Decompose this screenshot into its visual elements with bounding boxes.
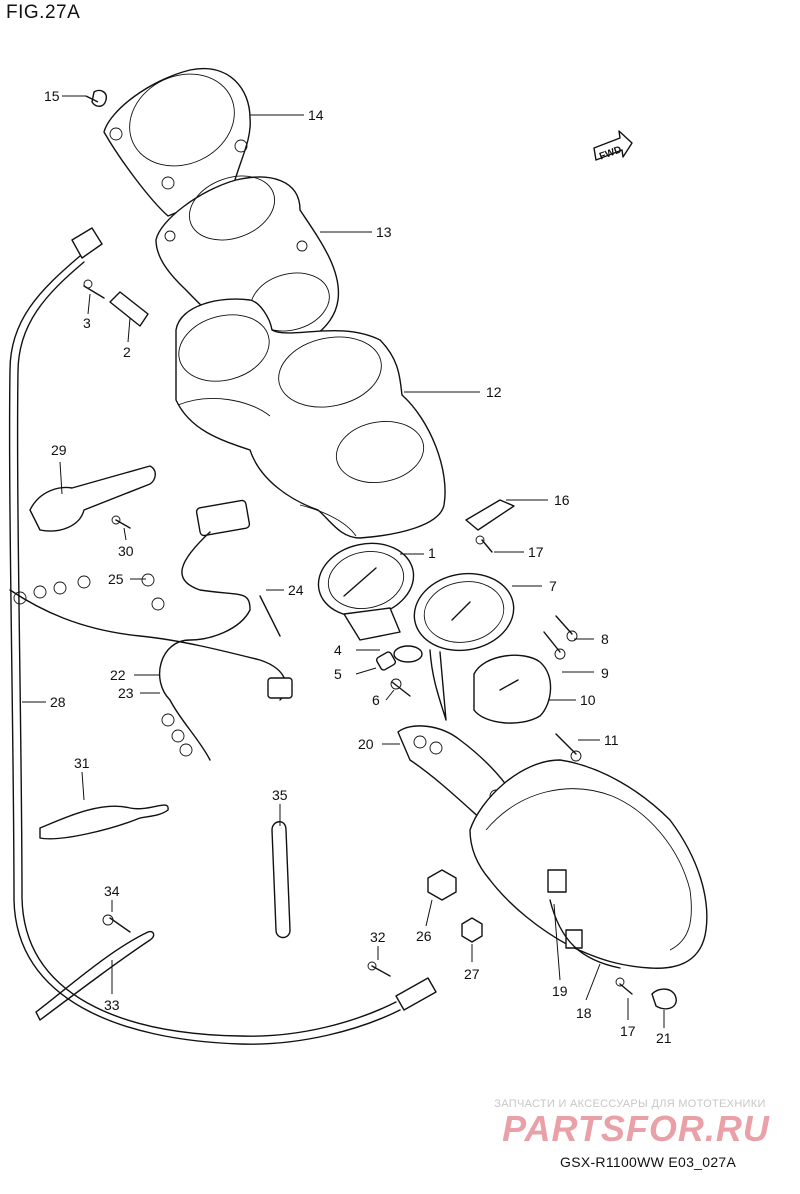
callout-15: 15 <box>44 88 60 104</box>
diagram-code: GSX-R1100WW E03_027A <box>560 1154 737 1170</box>
callout-34: 34 <box>104 883 120 899</box>
callout-20: 20 <box>358 736 374 752</box>
watermark-logo: PARTSFOR.RU <box>502 1108 770 1149</box>
band-35-part <box>271 821 291 939</box>
meter-lower-case-part <box>469 759 708 969</box>
callout-21: 21 <box>656 1030 672 1046</box>
callout-26: 26 <box>416 928 432 944</box>
callout-8: 8 <box>601 631 609 647</box>
callout-33: 33 <box>104 997 120 1013</box>
screw-32-part <box>367 961 391 977</box>
clamp-31-part <box>39 804 169 840</box>
tachometer-part <box>317 542 415 641</box>
callout-35: 35 <box>272 787 288 803</box>
callout-17-lower: 17 <box>620 1023 636 1039</box>
callout-22: 22 <box>110 667 126 683</box>
speedometer-cable-part <box>8 227 437 1045</box>
fuel-gauge-part <box>473 654 552 724</box>
callout-1: 1 <box>428 545 436 561</box>
callout-6: 6 <box>372 692 380 708</box>
fwd-arrow-icon: FWD <box>593 130 633 163</box>
callout-29: 29 <box>51 442 67 458</box>
callout-14: 14 <box>308 107 324 123</box>
cable-clamp-part <box>29 465 156 532</box>
callout-25: 25 <box>108 571 124 587</box>
meter-housing-part <box>175 298 446 539</box>
callout-28: 28 <box>50 694 66 710</box>
nuts-26-27-part <box>427 869 483 943</box>
figure-title: FIG.27A <box>6 2 81 23</box>
callout-30: 30 <box>118 543 134 559</box>
callout-18: 18 <box>576 1005 592 1021</box>
screw-15-part <box>85 89 108 107</box>
callout-31: 31 <box>74 755 90 771</box>
callout-13: 13 <box>376 224 392 240</box>
wire-harness-part <box>9 499 293 761</box>
callout-32: 32 <box>370 929 386 945</box>
cable-fitting-part <box>83 279 149 327</box>
meter-cover-part <box>103 67 251 217</box>
clamp-33-part <box>35 914 155 1021</box>
callout-16: 16 <box>554 492 570 508</box>
speedometer-part <box>413 572 515 721</box>
callout-5: 5 <box>334 666 342 682</box>
callout-4: 4 <box>334 642 342 658</box>
callout-11: 11 <box>604 732 619 748</box>
callout-23: 23 <box>118 685 134 701</box>
meter-bracket-part <box>465 499 515 553</box>
leader-lines <box>22 95 665 1028</box>
callout-9: 9 <box>601 665 609 681</box>
watermark-tagline: ЗАПЧАСТИ И АКСЕССУАРЫ ДЛЯ МОТОТЕХНИКИ <box>494 1098 766 1110</box>
callout-19: 19 <box>552 983 568 999</box>
callout-17-upper: 17 <box>528 544 544 560</box>
screws-8-9-11 <box>543 615 582 762</box>
callout-27: 27 <box>464 966 480 982</box>
callout-3: 3 <box>83 315 91 331</box>
grommet-21-part <box>615 977 677 1010</box>
callout-2: 2 <box>123 344 131 360</box>
callout-24: 24 <box>288 582 304 598</box>
meter-small-parts <box>375 645 423 697</box>
callout-7: 7 <box>549 578 557 594</box>
callout-10: 10 <box>580 692 596 708</box>
callout-12: 12 <box>486 384 502 400</box>
